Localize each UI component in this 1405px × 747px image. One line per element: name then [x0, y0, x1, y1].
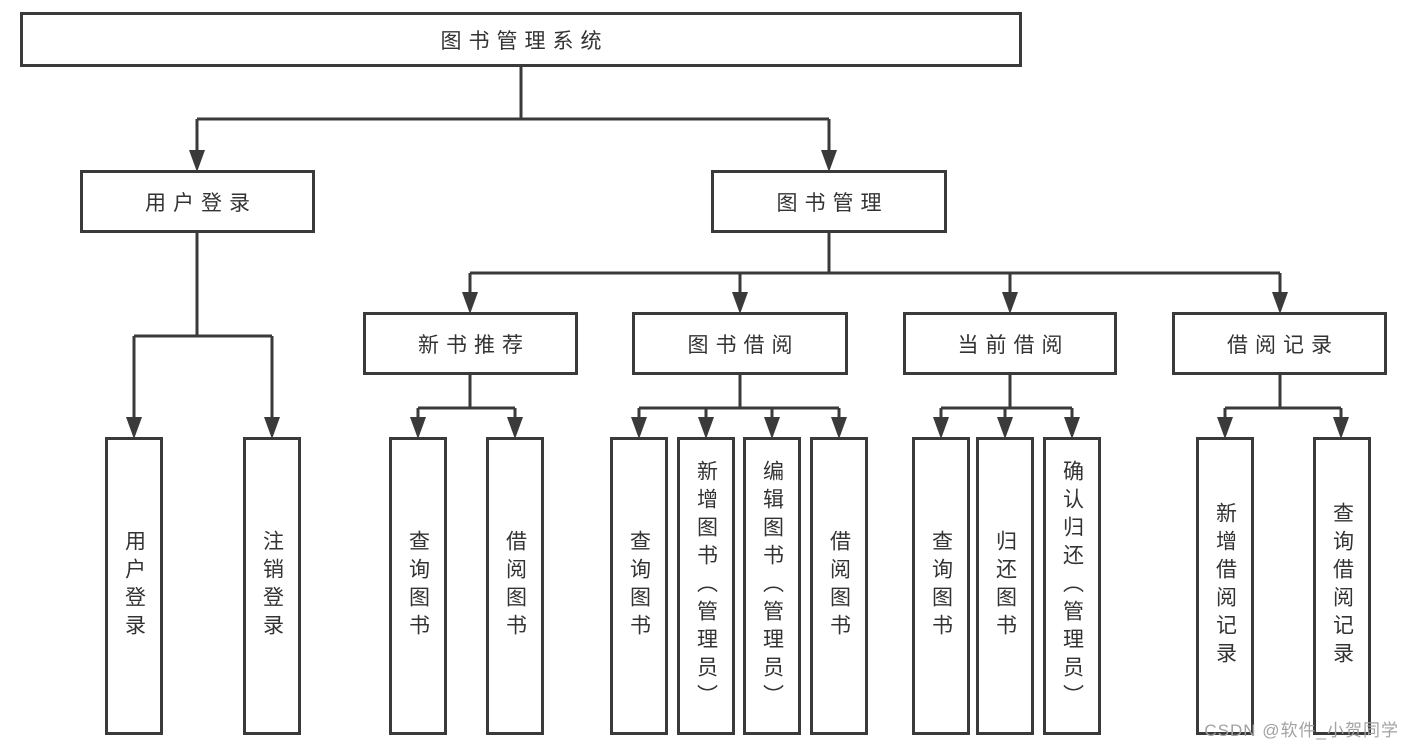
node-label: 编辑图书（管理员）	[760, 460, 784, 712]
node-borrowing-records: 借阅记录	[1172, 312, 1387, 375]
node-label: 确认归还（管理员）	[1060, 460, 1084, 712]
node-current-borrowing: 当前借阅	[903, 312, 1117, 375]
node-label: 图书借阅	[687, 333, 800, 357]
arrow-down-icon	[507, 417, 523, 439]
node-library-management-system: 图书管理系统	[20, 12, 1022, 67]
arrow-down-icon	[1333, 417, 1349, 439]
leaf-return-books: 归还图书	[976, 437, 1034, 735]
node-label: 新增借阅记录	[1213, 502, 1237, 670]
node-label: 注销登录	[260, 530, 284, 642]
leaf-borrow-books-borrowing: 借阅图书	[810, 437, 868, 735]
node-label: 新书推荐	[418, 333, 530, 357]
connector-borrowing-records	[1223, 375, 1343, 421]
node-label: 用户登录	[145, 191, 257, 215]
arrow-down-icon	[462, 292, 478, 314]
node-book-management: 图书管理	[711, 170, 947, 233]
node-label: 查询图书	[627, 530, 651, 642]
leaf-add-book-admin: 新增图书（管理员）	[677, 437, 735, 735]
arrow-down-icon	[698, 417, 714, 439]
node-label: 图书管理系统	[440, 29, 609, 53]
node-label: 用户登录	[122, 530, 146, 642]
node-user-login: 用户登录	[80, 170, 315, 233]
node-label: 查询图书	[406, 530, 430, 642]
leaf-query-books-recommend: 查询图书	[389, 437, 447, 735]
leaf-query-borrow-record: 查询借阅记录	[1313, 437, 1371, 735]
connector-book-borrowing	[637, 375, 841, 421]
node-new-book-recommend: 新书推荐	[363, 312, 578, 375]
arrow-down-icon	[410, 417, 426, 439]
node-label: 归还图书	[993, 530, 1017, 642]
arrow-down-icon	[933, 417, 949, 439]
connector-new-book-recommend	[416, 375, 517, 421]
arrow-down-icon	[732, 292, 748, 314]
csdn-watermark: CSDN @软件_小贺同学	[1204, 721, 1399, 740]
arrow-down-icon	[1217, 417, 1233, 439]
node-label: 当前借阅	[957, 333, 1070, 357]
node-label: 借阅图书	[827, 530, 851, 642]
arrow-down-icons	[126, 150, 1349, 439]
connector-book-management	[468, 233, 1282, 296]
leaf-borrow-books-recommend: 借阅图书	[486, 437, 544, 735]
arrow-down-icon	[764, 417, 780, 439]
arrow-down-icon	[1272, 292, 1288, 314]
arrow-down-icon	[1064, 417, 1080, 439]
arrow-down-icon	[831, 417, 847, 439]
arrow-down-icon	[631, 417, 647, 439]
node-label: 借阅图书	[503, 530, 527, 642]
connector-root	[195, 67, 831, 156]
leaf-add-borrow-record: 新增借阅记录	[1196, 437, 1254, 735]
node-book-borrowing: 图书借阅	[632, 312, 848, 375]
node-label: 查询图书	[929, 530, 953, 642]
leaf-query-books-borrowing: 查询图书	[610, 437, 668, 735]
arrow-down-icon	[126, 417, 142, 439]
connector-user-login	[132, 233, 274, 421]
arrow-down-icon	[1002, 292, 1018, 314]
arrow-down-icon	[189, 150, 205, 172]
node-label: 新增图书（管理员）	[694, 460, 718, 712]
arrow-down-icon	[821, 150, 837, 172]
leaf-edit-book-admin: 编辑图书（管理员）	[743, 437, 801, 735]
leaf-query-books-current: 查询图书	[912, 437, 970, 735]
node-label: 借阅记录	[1227, 333, 1339, 357]
node-label: 图书管理	[776, 191, 889, 215]
connector-current-borrowing	[939, 375, 1074, 421]
node-label: 查询借阅记录	[1330, 502, 1354, 670]
arrow-down-icon	[997, 417, 1013, 439]
leaf-user-login: 用户登录	[105, 437, 163, 735]
leaf-confirm-return-admin: 确认归还（管理员）	[1043, 437, 1101, 735]
leaf-logout: 注销登录	[243, 437, 301, 735]
arrow-down-icon	[264, 417, 280, 439]
